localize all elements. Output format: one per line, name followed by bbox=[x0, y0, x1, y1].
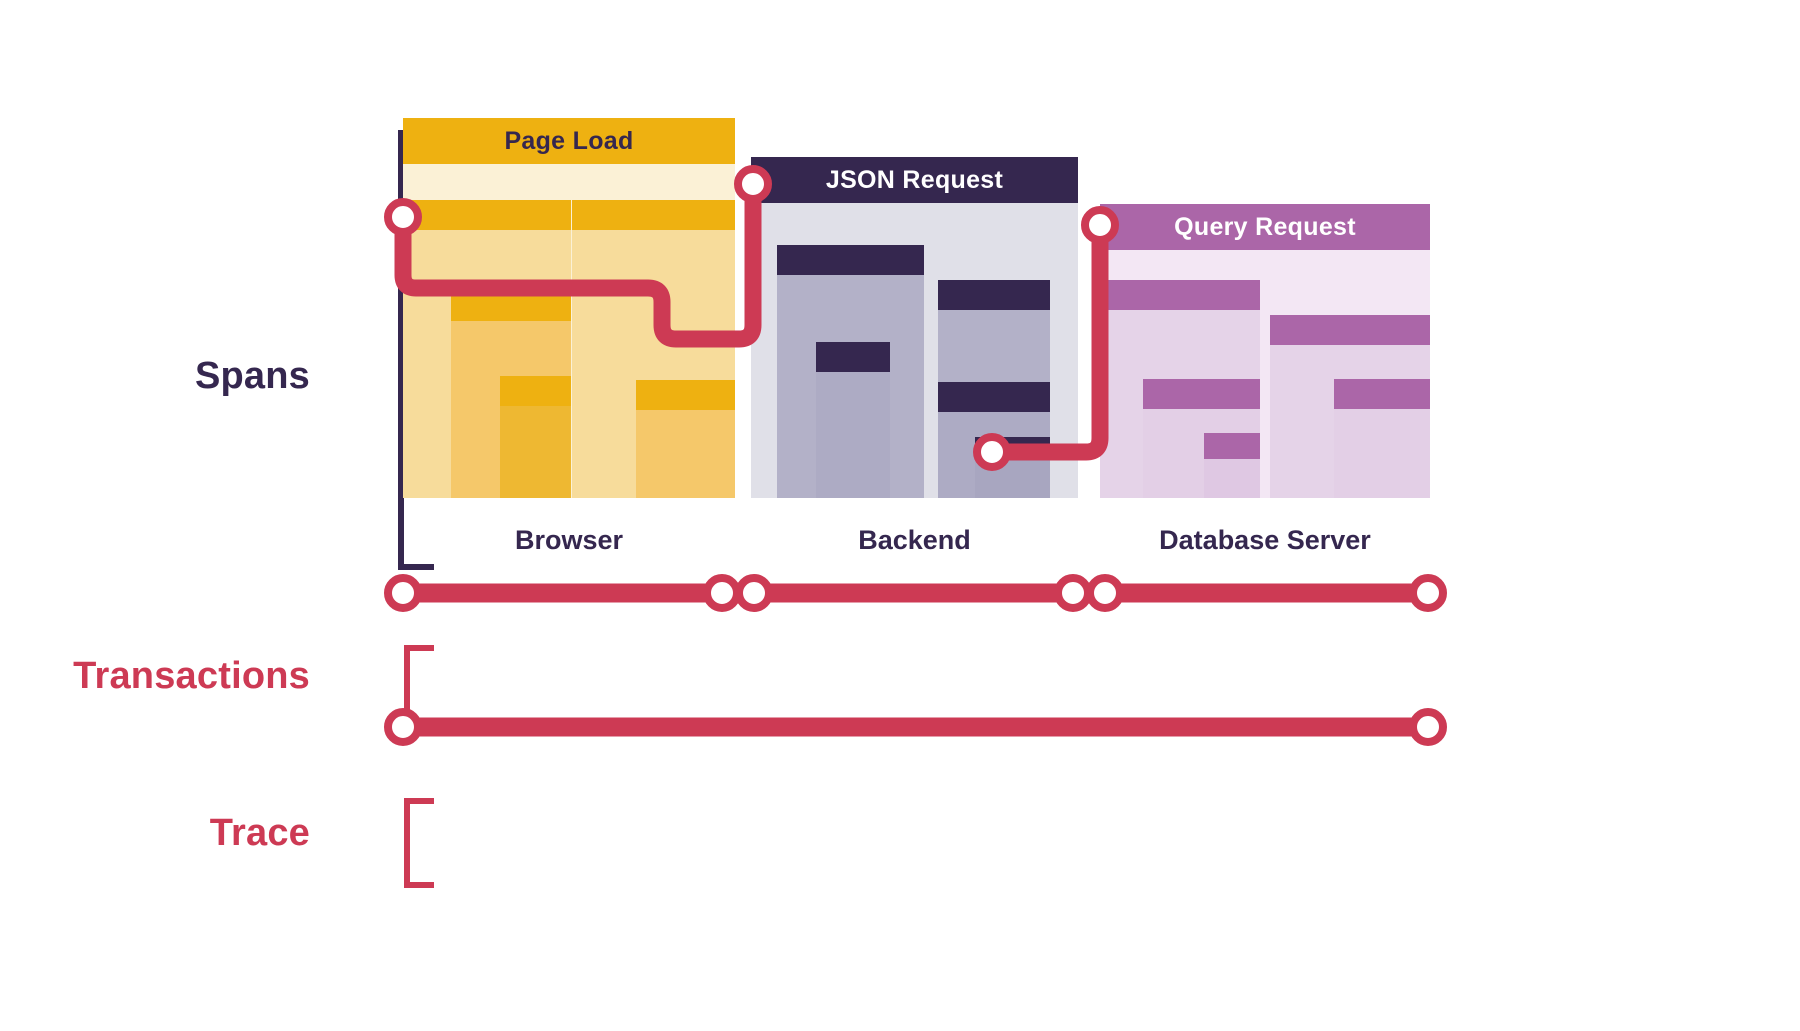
transaction-node-database-start[interactable] bbox=[1086, 574, 1124, 612]
span-header bbox=[636, 380, 735, 410]
span-header bbox=[975, 437, 1050, 459]
span-header bbox=[938, 382, 1050, 412]
service-caption-backend: Backend bbox=[858, 525, 971, 555]
span-header bbox=[751, 157, 1078, 203]
span-header bbox=[938, 280, 1050, 310]
transaction-title-browser: Page Load bbox=[504, 127, 634, 155]
span-header bbox=[451, 291, 571, 321]
transaction-node-database-end[interactable] bbox=[1409, 574, 1447, 612]
transaction-title-database: Query Request bbox=[1174, 213, 1356, 241]
span-browser-5[interactable] bbox=[636, 380, 735, 498]
span-browser-4[interactable] bbox=[500, 376, 571, 498]
span-header bbox=[1270, 315, 1430, 345]
span-header bbox=[1100, 204, 1430, 250]
span-header bbox=[500, 376, 571, 406]
row-label-trace: Trace bbox=[209, 812, 310, 854]
transaction-node-browser-start[interactable] bbox=[384, 574, 422, 612]
bracket-transactions bbox=[404, 645, 434, 735]
row-label-transactions: Transactions bbox=[73, 655, 310, 697]
bracket-trace bbox=[404, 798, 434, 888]
transaction-title-backend: JSON Request bbox=[825, 166, 1004, 194]
span-database-4[interactable] bbox=[1334, 379, 1430, 498]
span-backend-5[interactable] bbox=[975, 437, 1050, 498]
span-backend-2[interactable] bbox=[816, 342, 890, 498]
span-header bbox=[403, 200, 571, 230]
trace-node-end[interactable] bbox=[1409, 708, 1447, 746]
span-database-5[interactable] bbox=[1204, 433, 1260, 498]
span-header bbox=[816, 342, 890, 372]
span-header bbox=[777, 245, 924, 275]
transaction-node-browser-end[interactable] bbox=[703, 574, 741, 612]
service-caption-browser: Browser bbox=[514, 525, 624, 555]
span-header bbox=[1204, 433, 1260, 459]
span-header bbox=[1143, 379, 1260, 409]
transaction-node-backend-start[interactable] bbox=[735, 574, 773, 612]
transaction-node-backend-end[interactable] bbox=[1054, 574, 1092, 612]
span-header bbox=[1100, 280, 1260, 310]
span-header bbox=[572, 200, 735, 230]
service-caption-database: Database Server bbox=[1159, 525, 1371, 555]
span-header bbox=[403, 118, 735, 164]
span-header bbox=[1334, 379, 1430, 409]
row-label-spans: Spans bbox=[194, 355, 310, 397]
